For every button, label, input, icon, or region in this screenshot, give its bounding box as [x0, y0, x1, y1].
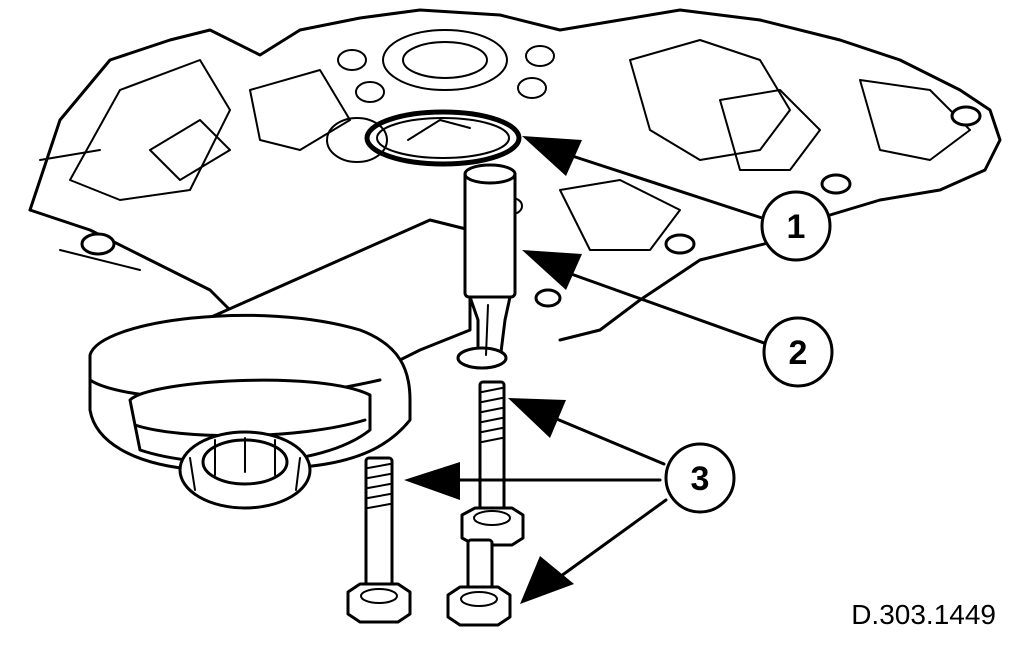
callout-3-label: 3	[691, 460, 710, 498]
figure-code: D.303.1449	[851, 599, 996, 630]
sleeve-pin	[456, 163, 517, 370]
seal-ring	[364, 109, 522, 167]
callout-1-label: 1	[787, 208, 806, 246]
callout-1: 1	[760, 190, 832, 262]
leader-3	[404, 398, 668, 604]
bolt-lower-right	[446, 538, 512, 627]
bolt-upper-right	[460, 380, 525, 547]
callout-3: 3	[664, 442, 736, 514]
leader-1	[522, 136, 764, 220]
pump-assembly	[88, 218, 472, 510]
bolt-left	[346, 456, 412, 624]
callout-2-label: 2	[789, 334, 808, 372]
leader-2	[522, 250, 766, 345]
callout-2: 2	[762, 316, 834, 388]
